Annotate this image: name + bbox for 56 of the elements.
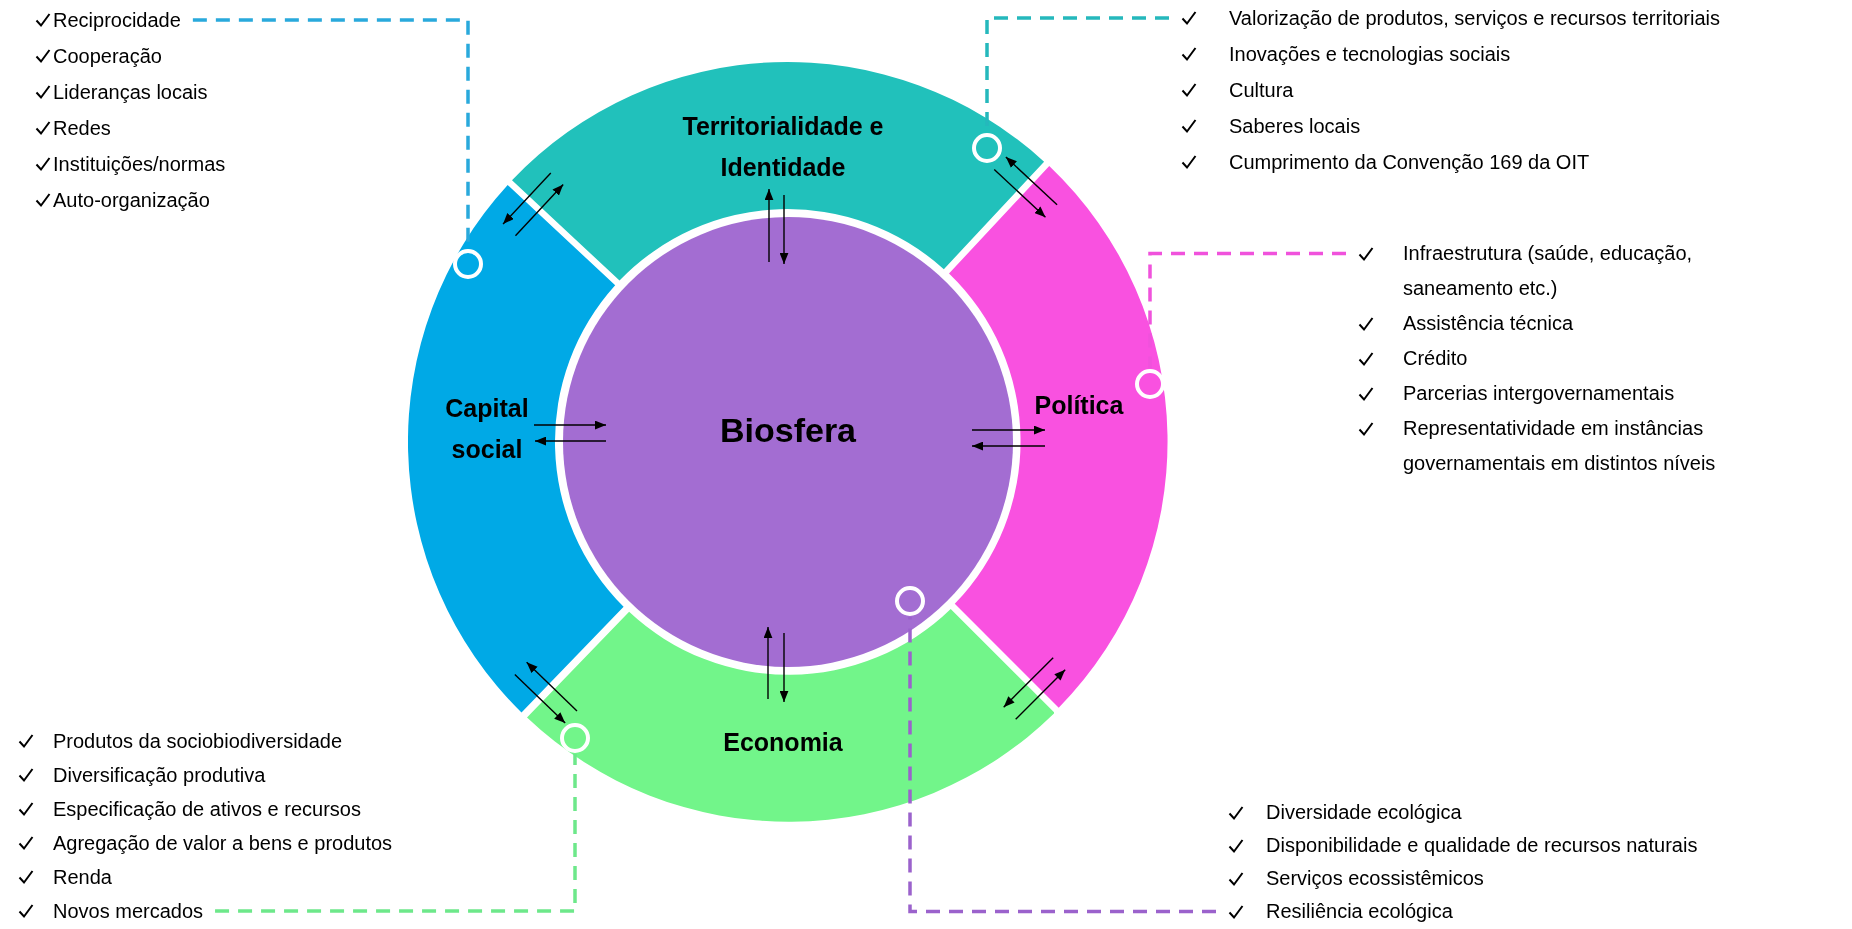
list-item: Serviços ecossistêmicos: [1266, 866, 1484, 891]
ring-segment: [408, 185, 624, 713]
list-item: Parcerias intergovernamentais: [1403, 381, 1675, 406]
list-item: Lideranças locais: [53, 80, 208, 105]
segment-label: Política: [1033, 389, 1125, 421]
circle-label: Biosfera: [718, 409, 858, 451]
list-item: Renda: [53, 865, 112, 890]
leader-line: [215, 723, 590, 913]
arrow: [764, 188, 774, 263]
list-item: Cooperação: [53, 44, 162, 69]
arrow: [514, 183, 564, 237]
list-item: Instituições/normas: [53, 152, 226, 177]
list-item: Agregação de valor a bens e produtos: [53, 831, 393, 856]
arrow: [533, 420, 607, 430]
list-item: Especificação de ativos e recursos: [53, 797, 361, 822]
list-item: Representatividade em instâncias governamentais em distintos níveis: [1403, 416, 1717, 476]
list-item: Infraestrutura (saúde, educação, saneamento etc.): [1403, 241, 1694, 301]
segment-label: Economia: [722, 726, 844, 758]
arrow: [779, 194, 789, 265]
list-item: Saberes locais: [1229, 114, 1361, 139]
list-item: Novos mercados: [53, 899, 204, 924]
list-item: Resiliência ecológica: [1266, 899, 1453, 924]
arrow: [971, 425, 1046, 435]
arrow: [502, 172, 552, 225]
segment-label: Capital social: [444, 393, 530, 465]
leader-line: [895, 586, 1216, 914]
leader-line: [192, 18, 483, 279]
arrow: [993, 168, 1047, 218]
list-item: Reciprocidade: [53, 8, 181, 33]
leader-line: [972, 16, 1169, 163]
arrow: [1015, 669, 1066, 720]
list-item: Auto-organização: [53, 188, 210, 213]
segment-label: Territorialidade e Identidade: [681, 111, 885, 183]
arrow: [763, 626, 773, 700]
list-item: Diversificação produtiva: [53, 763, 266, 788]
arrow: [525, 661, 578, 712]
list-item: Inovações e tecnologias sociais: [1229, 42, 1511, 67]
list-item: Assistência técnica: [1403, 311, 1574, 336]
arrow: [1005, 156, 1058, 206]
list-item: Crédito: [1403, 346, 1468, 371]
list-item: Disponibilidade e qualidade de recursos naturais: [1266, 833, 1698, 858]
list-item: Produtos da sociobiodiversidade: [53, 729, 343, 754]
ring-segment: [526, 609, 1055, 822]
arrow: [534, 436, 607, 446]
list-item: Valorização de produtos, serviços e recursos territoriais: [1229, 6, 1720, 31]
arrow: [514, 673, 566, 724]
leader-line: [1135, 251, 1346, 399]
ring-segment: [512, 62, 1045, 281]
arrow: [779, 632, 789, 703]
arrow: [1002, 656, 1054, 708]
arrow: [971, 441, 1046, 451]
list-item: Redes: [53, 116, 111, 141]
list-item: Cultura: [1229, 78, 1294, 103]
list-item: Cumprimento da Convenção 169 da OIT: [1229, 150, 1590, 175]
list-item: Diversidade ecológica: [1266, 800, 1462, 825]
ring-segment: [949, 166, 1168, 709]
